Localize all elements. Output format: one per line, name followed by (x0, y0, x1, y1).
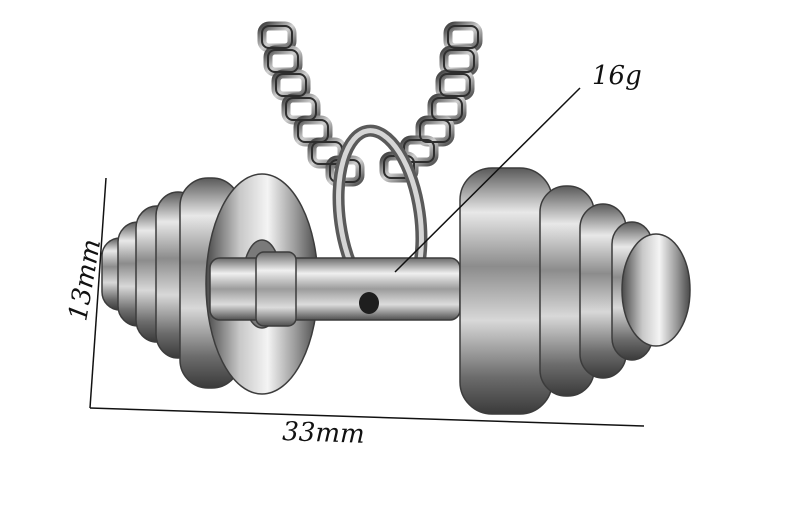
weight-label: 16g (592, 61, 642, 91)
height-dimension-line (89, 177, 107, 409)
dumbbell-handle (209, 251, 461, 327)
handle-hole (359, 292, 379, 314)
right-weight-plates (459, 167, 691, 415)
width-label: 33mm (282, 417, 365, 450)
height-label: 13mm (63, 237, 107, 323)
weight-leader-line (394, 87, 581, 273)
width-dimension-line (89, 407, 645, 427)
